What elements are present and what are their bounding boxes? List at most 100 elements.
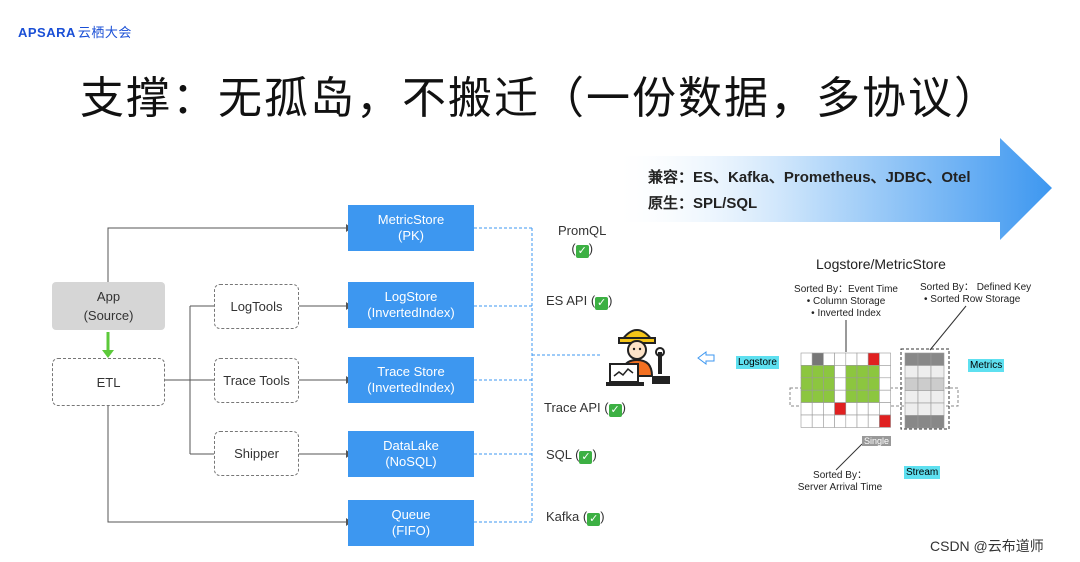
grid-cell: [845, 402, 858, 416]
tag-metrics: Metrics: [968, 355, 1005, 373]
metrics-grid: [900, 348, 950, 430]
store-tracestore: Trace Store (InvertedIndex): [348, 357, 474, 403]
grid-cell: [930, 352, 945, 366]
store-type: (NoSQL): [385, 454, 437, 469]
grid-cell: [879, 365, 891, 379]
grid-cell: [917, 390, 932, 404]
left-sort-note: Sorted By：Event Time • Column Storage • …: [792, 284, 900, 320]
grid-cell: [834, 389, 847, 403]
grid-cell: [867, 365, 880, 379]
grid-cell: [856, 402, 869, 416]
grid-cell: [811, 365, 824, 379]
grid-cell: [811, 402, 824, 416]
tag-logstore: Logstore: [736, 352, 779, 370]
tool-logtools: LogTools: [214, 284, 299, 329]
tag-single: Single: [862, 436, 892, 446]
grid-cell: [917, 402, 932, 416]
grid-cell: [845, 365, 858, 379]
grid-cell: [856, 352, 869, 366]
etl-box: ETL: [52, 358, 165, 406]
watermark: CSDN @云布道师: [930, 538, 1044, 554]
grid-cell: [834, 402, 847, 416]
tag-label: Metrics: [968, 359, 1005, 372]
note-text: Server Arrival Time: [797, 482, 883, 493]
grid-cell: [800, 389, 813, 403]
grid-cell: [904, 402, 919, 416]
check-icon: ✓: [575, 245, 589, 258]
grid-cell: [917, 352, 932, 366]
grid-cell: [930, 390, 945, 404]
grid-cell: [904, 365, 919, 379]
grid-cell: [879, 352, 891, 366]
note-heading: Sorted By： Defined Key: [920, 282, 1032, 293]
grid-cell: [800, 402, 813, 416]
app-label: App: [96, 289, 121, 304]
store-name: Trace Store: [377, 364, 445, 379]
grid-cell: [917, 377, 932, 391]
grid-cell: [823, 365, 835, 379]
grid-cell: [879, 377, 891, 391]
tool-trace-tools: Trace Tools: [214, 358, 299, 403]
check-icon: ✓: [579, 451, 593, 464]
grid-cell: [823, 377, 835, 391]
grid-cell: [834, 414, 847, 428]
grid-cell: [800, 365, 813, 379]
grid-cell: [856, 377, 869, 391]
banner-native: 原生：SPL/SQL: [648, 195, 758, 212]
note-bullet: Inverted Index: [817, 308, 881, 319]
store-type: (InvertedIndex): [367, 380, 455, 395]
engineer-icon: [606, 329, 670, 386]
grid-cell: [823, 352, 835, 366]
grid-cell: [856, 389, 869, 403]
protocol-trace-api: Trace API (✓): [544, 400, 626, 417]
store-queue: Queue (FIFO): [348, 500, 474, 546]
protocol-label: PromQL: [558, 223, 607, 238]
grid-cell: [867, 377, 880, 391]
protocol-label: Kafka: [546, 509, 580, 524]
grid-cell: [823, 414, 835, 428]
grid-cell: [867, 414, 880, 428]
app-sublabel: (Source): [83, 308, 134, 323]
grid-cell: [904, 415, 919, 429]
grid-cell: [834, 365, 847, 379]
grid-cell: [867, 389, 880, 403]
note-heading: Sorted By：: [813, 470, 867, 481]
grid-cell: [834, 377, 847, 391]
grid-cell: [904, 390, 919, 404]
note-bullet: Column Storage: [813, 296, 886, 307]
grid-cell: [904, 352, 919, 366]
store-metricstore: MetricStore (PK): [348, 205, 474, 251]
grid-cell: [811, 377, 824, 391]
grid-cell: [904, 377, 919, 391]
tool-label: LogTools: [230, 299, 283, 314]
store-name: MetricStore: [377, 212, 445, 227]
grid-cell: [800, 377, 813, 391]
check-icon: ✓: [608, 404, 622, 417]
protocol-label: ES API: [546, 293, 588, 308]
logo-cn: 云栖大会: [77, 25, 132, 40]
tag-stream: Stream: [904, 462, 941, 480]
grid-cell: [834, 352, 847, 366]
bottom-sort-note: Sorted By： Server Arrival Time: [792, 470, 888, 494]
check-icon: ✓: [587, 513, 601, 526]
grid-cell: [930, 415, 945, 429]
protocol-sql: SQL (✓): [546, 447, 597, 464]
grid-cell: [879, 389, 891, 403]
grid-cell: [845, 352, 858, 366]
grid-cell: [917, 365, 932, 379]
store-logstore: LogStore (InvertedIndex): [348, 282, 474, 328]
grid-cell: [811, 389, 824, 403]
store-type: (PK): [398, 228, 424, 243]
etl-label: ETL: [96, 374, 121, 390]
protocol-label: Trace API: [544, 400, 601, 415]
banner-compat: 兼容：ES、Kafka、Prometheus、JDBC、Otel: [648, 169, 971, 186]
tag-label: Stream: [904, 466, 941, 479]
tool-label: Shipper: [234, 446, 279, 461]
check-icon: ✓: [595, 297, 609, 310]
grid-cell: [845, 389, 858, 403]
note-bullet: Sorted Row Storage: [930, 294, 1021, 305]
tool-label: Trace Tools: [223, 373, 290, 388]
app-source-box: App (Source): [52, 282, 165, 330]
grid-cell: [856, 414, 869, 428]
right-sort-note: Sorted By： Defined Key • Sorted Row Stor…: [920, 282, 1032, 305]
